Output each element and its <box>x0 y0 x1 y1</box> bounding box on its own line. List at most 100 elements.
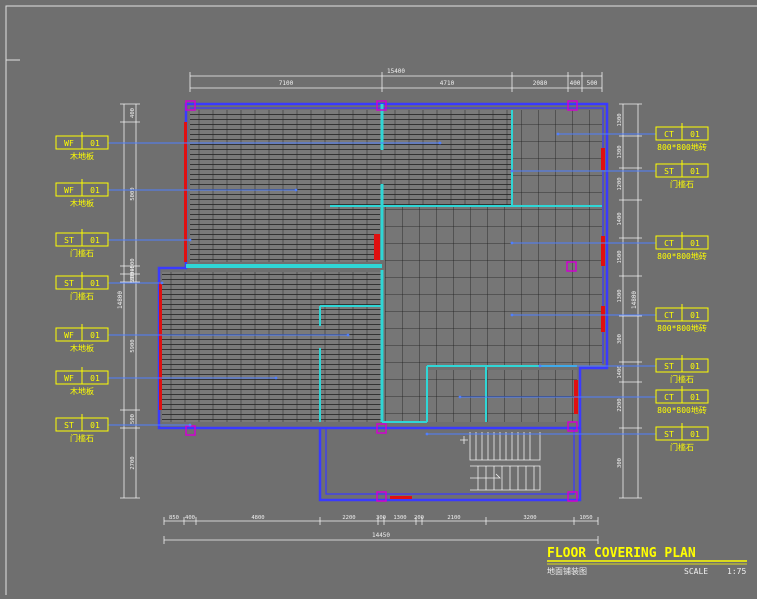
tag-description: 门槛石 <box>70 248 94 258</box>
tag-number: 01 <box>690 430 700 439</box>
dim-bottom-segment: 3200 <box>523 515 536 521</box>
tag-description: 木地板 <box>70 386 94 396</box>
dim-right-segment: 1200 <box>617 177 623 190</box>
tag-description: 木地板 <box>70 151 94 161</box>
partition-6 <box>319 305 382 422</box>
wood-floor-room-2 <box>162 272 382 422</box>
dim-right-segment: 300 <box>617 458 623 468</box>
dim-top-segment: 7100 <box>279 80 294 87</box>
tag-code: ST <box>664 167 674 176</box>
drawing-frame <box>5 5 757 599</box>
tag-leader-dot <box>510 169 514 173</box>
structural-columns <box>185 100 578 502</box>
scale-label: SCALE <box>684 567 708 576</box>
tag-description: 800*800地砖 <box>657 251 707 261</box>
tile-floor-bath <box>427 370 577 422</box>
tag-number: 01 <box>90 421 100 430</box>
tag-leader-dot <box>160 281 164 285</box>
tag-leader-dot <box>510 241 514 245</box>
tag-leader-dot <box>346 333 350 337</box>
tag-leader-dot <box>188 423 192 427</box>
dim-right-segment: 1300 <box>617 289 623 302</box>
dim-left-segment: 400 <box>130 108 136 118</box>
dim-left-segment: 300 <box>130 265 136 275</box>
tag-code: ST <box>664 430 674 439</box>
stair-wall <box>318 428 582 502</box>
tag-description: 门槛石 <box>670 179 694 189</box>
dim-bottom-segment: 1300 <box>393 515 406 521</box>
tag-description: 800*800地砖 <box>657 323 707 333</box>
drawing-title: FLOOR COVERING PLAN <box>547 546 696 561</box>
tag-leader-dot <box>458 395 462 399</box>
dim-left-segment: 2700 <box>130 456 136 469</box>
tag-description: 门槛石 <box>70 291 94 301</box>
dim-left-segment: 500 <box>130 414 136 424</box>
tag-number: 01 <box>90 331 100 340</box>
tag-leader-dot <box>510 313 514 317</box>
tag-number: 01 <box>690 393 700 402</box>
dim-left-mid: 300×500 <box>130 258 136 281</box>
dim-top-segment: 4710 <box>440 80 455 87</box>
dim-top-segment: 400 <box>570 80 581 87</box>
tag-number: 01 <box>690 167 700 176</box>
tag-leader-lines <box>108 132 656 436</box>
dim-bottom-overall: 14450 <box>372 532 390 539</box>
dim-bottom-segment: 850 <box>169 515 179 521</box>
staircase <box>460 432 541 491</box>
tag-code: WF <box>64 374 74 383</box>
dim-left-segment: 5000 <box>130 187 136 200</box>
tag-leader-dot <box>425 432 429 436</box>
dim-right-segment: 1300 <box>617 113 623 126</box>
material-tag-right[interactable]: ST 01 门槛石 <box>655 160 709 189</box>
tag-number: 01 <box>90 279 100 288</box>
tag-code: ST <box>664 362 674 371</box>
tag-description: 800*800地砖 <box>657 405 707 415</box>
scale-value: 1:75 <box>727 567 746 576</box>
dim-bottom-segment: 300 <box>376 515 386 521</box>
tag-leader-dot <box>188 238 192 242</box>
dim-right-segment: 1300 <box>617 145 623 158</box>
wood-floor-room-1b <box>190 206 380 262</box>
dim-top-overall: 15400 <box>387 68 405 75</box>
tag-leader-dot <box>294 188 298 192</box>
dim-right-segment: 1500 <box>617 250 623 263</box>
drawing-subtitle: 地面铺装图 <box>547 566 587 576</box>
dim-bottom-segment: 2100 <box>447 515 460 521</box>
dim-right-segment: 300 <box>617 334 623 344</box>
tag-leader-dot <box>556 132 560 136</box>
tag-number: 01 <box>690 130 700 139</box>
tag-code: CT <box>664 311 674 320</box>
dim-bottom-segment: 400 <box>185 515 195 521</box>
stair-wall-inner <box>325 428 575 495</box>
tag-description: 木地板 <box>70 343 94 353</box>
tag-code: ST <box>64 236 74 245</box>
tag-number: 01 <box>90 186 100 195</box>
tag-number: 01 <box>690 239 700 248</box>
tag-code: WF <box>64 139 74 148</box>
tag-code: CT <box>664 130 674 139</box>
wood-floor-room-1 <box>190 110 512 206</box>
tag-leader-dot <box>438 141 442 145</box>
dim-left-segment: 500 <box>130 273 136 283</box>
dim-top-segment: 500 <box>587 80 598 87</box>
tag-description: 木地板 <box>70 198 94 208</box>
dim-right-segment: 1400 <box>617 212 623 225</box>
dim-bottom-segment: 200 <box>414 515 424 521</box>
tag-leader-dot <box>274 376 278 380</box>
